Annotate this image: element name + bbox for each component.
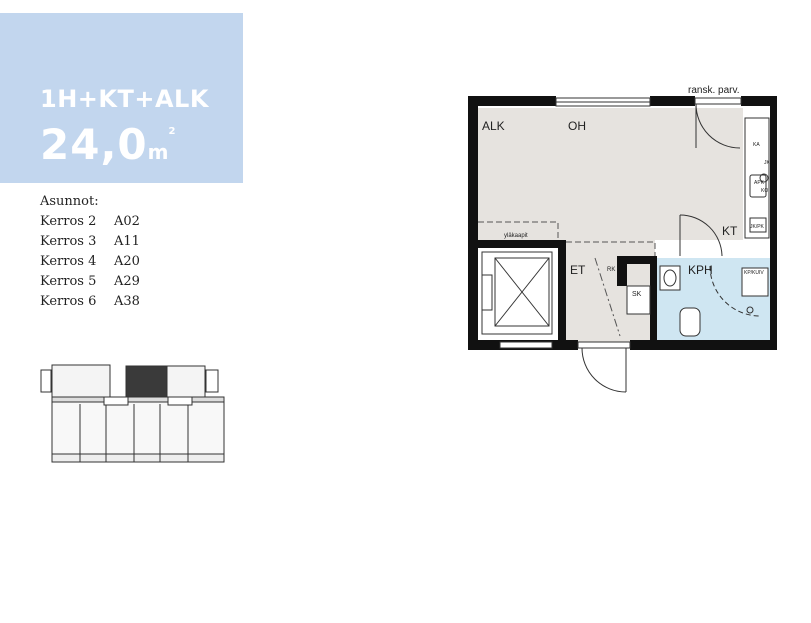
apartment-code: A38 <box>114 294 140 309</box>
apartments-heading: Asunnot: <box>40 194 99 209</box>
apartment-type-box <box>0 13 243 183</box>
balcony-label: ransk. parv. <box>688 85 740 96</box>
apartments-list: Asunnot: Kerros 2 A02 Kerros 3 A11 Kerros … <box>40 194 140 312</box>
floor-label: Kerros 2 <box>40 214 97 229</box>
room-label-kt: KT <box>722 224 738 238</box>
label-jkpk: JK/PK <box>750 224 765 230</box>
apartment-code: A02 <box>114 214 140 229</box>
apartment-floor-plan: ransk. parv. ALK OH KT ET KPH SK RK yläk… <box>468 85 777 393</box>
overhead-cabinets-label: yläkaapit <box>504 233 528 239</box>
label-jk: JK <box>764 160 771 166</box>
room-label-kph: KPH <box>688 263 713 277</box>
room-label-rk: RK <box>607 267 615 273</box>
label-apk: APK <box>754 180 765 186</box>
label-ko: KO <box>761 188 768 194</box>
room-label-et: ET <box>570 263 586 277</box>
floor-label: Kerros 6 <box>40 294 97 309</box>
apartment-type: 1H+KT+ALK <box>40 85 209 113</box>
apartment-area: 24,0m 2 <box>40 120 175 169</box>
list-item: Kerros 6 A38 <box>40 292 140 312</box>
area-unit: m <box>147 140 169 164</box>
label-ka: KA <box>753 142 760 148</box>
room-label-alk: ALK <box>482 119 505 133</box>
building-key-plan <box>40 364 225 463</box>
floor-label: Kerros 3 <box>40 234 97 249</box>
room-label-sk: SK <box>632 291 642 298</box>
label-kp-kuiv: KP/KUIV <box>744 270 764 276</box>
area-number: 24,0 <box>40 120 148 169</box>
apartment-code: A20 <box>114 254 140 269</box>
list-item: Kerros 5 A29 <box>40 272 140 292</box>
list-item: Kerros 3 A11 <box>40 232 140 252</box>
highlighted-apartment <box>125 365 169 398</box>
room-label-oh: OH <box>568 119 586 133</box>
living-area-floor <box>478 108 743 240</box>
floor-label: Kerros 5 <box>40 274 97 289</box>
list-item: Kerros 2 A02 <box>40 212 140 232</box>
apartment-code: A29 <box>114 274 140 289</box>
area-unit-superscript: 2 <box>168 126 176 137</box>
list-item: Kerros 4 A20 <box>40 252 140 272</box>
floor-label: Kerros 4 <box>40 254 97 269</box>
apartment-code: A11 <box>114 234 140 249</box>
